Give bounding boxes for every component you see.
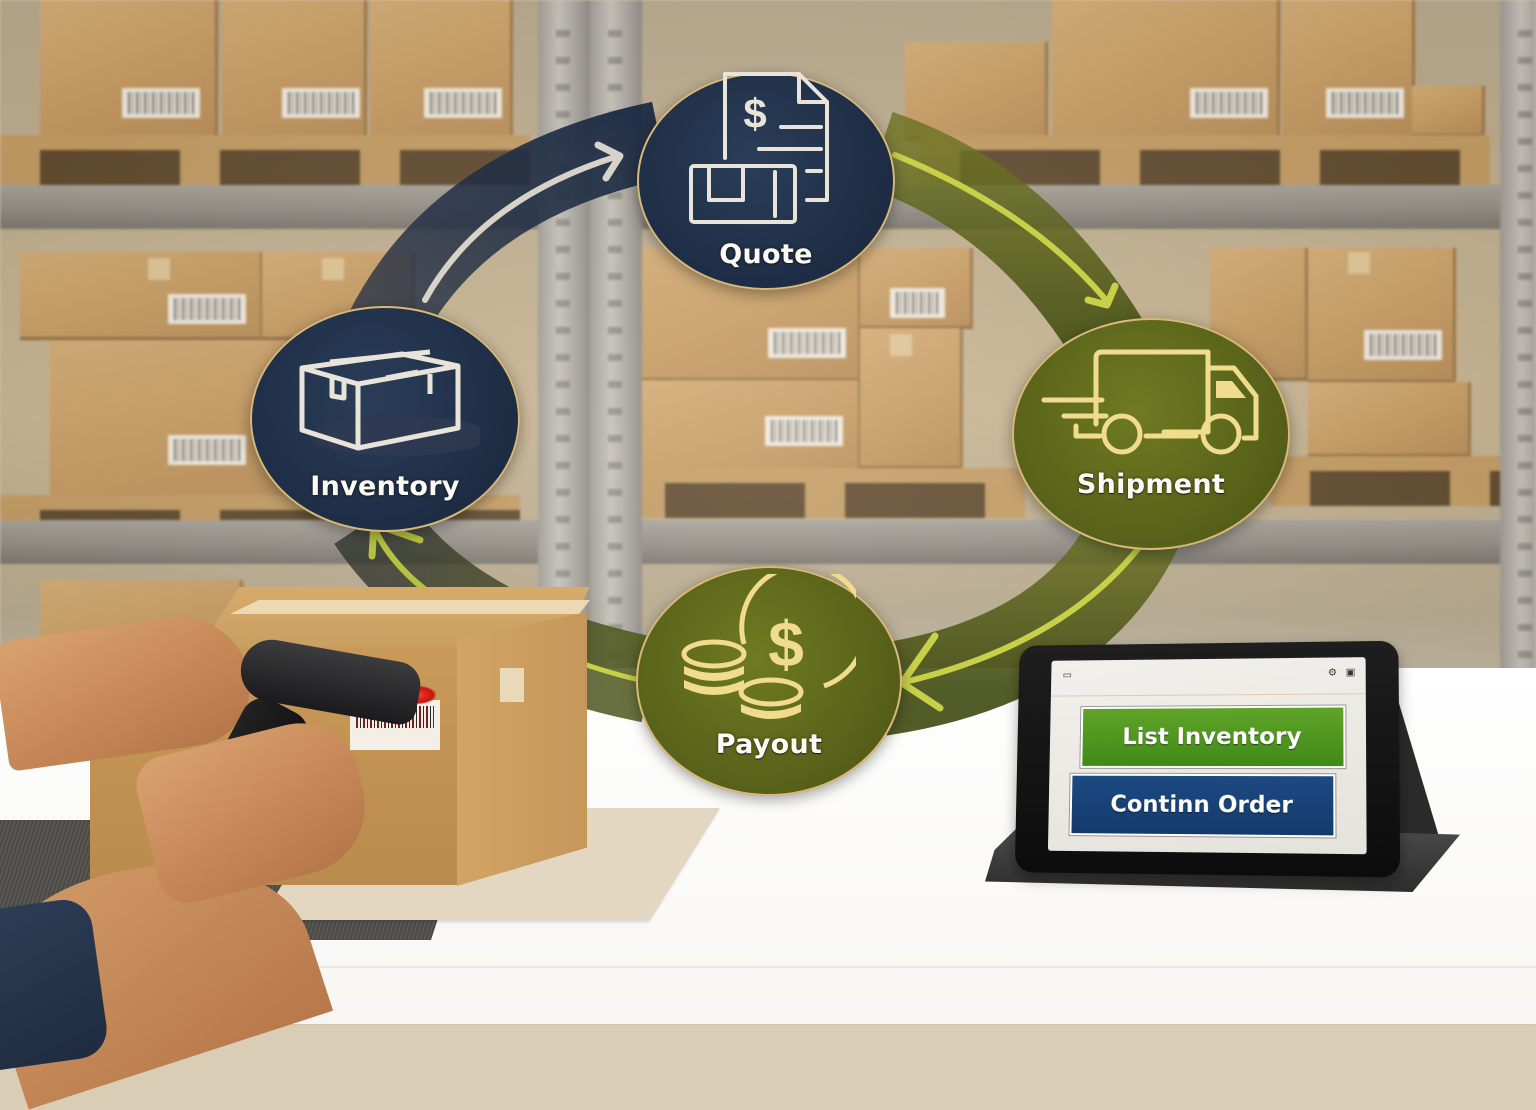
node-label: Payout: [715, 729, 823, 760]
shelf-box: [20, 252, 263, 340]
shelf-box: [1412, 86, 1485, 137]
shelf-box: [1052, 0, 1280, 138]
node-label: Shipment: [1076, 469, 1226, 500]
node-payout: $ Payout: [636, 566, 902, 796]
package-box-icon: [299, 349, 480, 456]
cardboard-box-side: [457, 612, 587, 886]
svg-text:$: $: [743, 90, 766, 137]
node-label: Inventory: [310, 471, 460, 502]
shelf-box: [630, 380, 861, 473]
shelf-box: [222, 0, 367, 138]
shelf-box: [370, 0, 513, 138]
table-edge: [0, 966, 1536, 968]
shelf-box: [1308, 382, 1471, 457]
tablet-screen: ▭ ⚙ ▣ List Inventory Continn Order: [1047, 657, 1367, 855]
node-label: Quote: [719, 239, 813, 270]
pallet: [1270, 456, 1510, 506]
invoice-dollar-icon: $: [689, 72, 829, 224]
settings-icon[interactable]: ⚙: [1327, 667, 1338, 679]
packing-tape: [500, 668, 524, 702]
node-shipment: Shipment: [1012, 318, 1290, 550]
shelf-box: [40, 0, 218, 138]
svg-text:$: $: [768, 608, 804, 680]
shelf-box: [860, 248, 973, 329]
dollar-coins-icon: $: [681, 574, 856, 719]
shelf-beam: [0, 520, 1536, 564]
tablet: ▭ ⚙ ▣ List Inventory Continn Order: [1014, 640, 1401, 878]
confirm-order-button[interactable]: Continn Order: [1069, 773, 1336, 838]
packing-tape: [230, 600, 590, 614]
folder-icon[interactable]: ▭: [1062, 670, 1072, 681]
camera-icon[interactable]: ▣: [1345, 667, 1356, 679]
shelf-box: [1282, 0, 1415, 138]
node-quote: $ Quote: [637, 72, 895, 290]
pallet: [625, 468, 1025, 518]
delivery-truck-icon: [1041, 349, 1259, 455]
list-inventory-button[interactable]: List Inventory: [1080, 705, 1346, 769]
shelf-post: [1500, 0, 1536, 680]
shelf-box: [1308, 248, 1456, 383]
shelf-box: [860, 328, 963, 469]
shelf-box: [905, 42, 1048, 140]
node-inventory: Inventory: [250, 306, 520, 532]
shelf-post: [538, 0, 590, 680]
shelf-post: [590, 0, 642, 680]
screen-header: ▭ ⚙ ▣: [1050, 657, 1366, 697]
pallet: [920, 135, 1490, 185]
pallet: [0, 135, 530, 185]
